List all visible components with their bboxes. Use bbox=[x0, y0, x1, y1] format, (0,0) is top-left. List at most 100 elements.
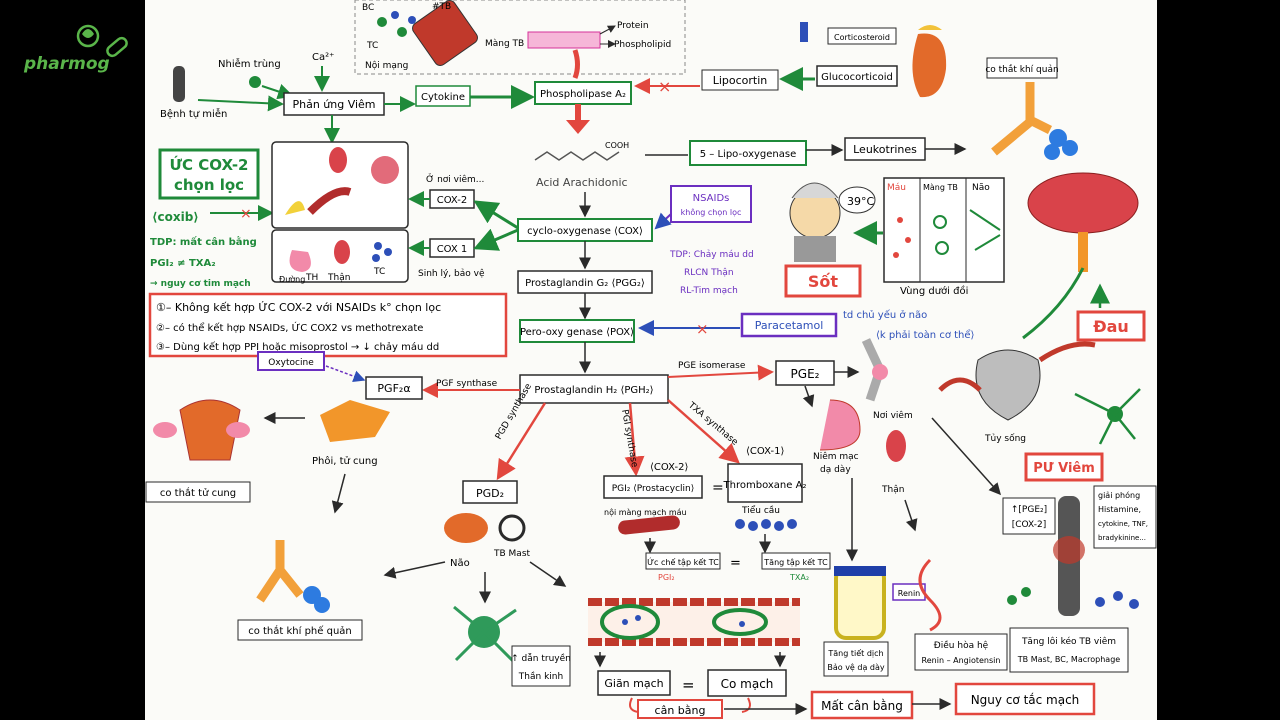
than-kinh-label: Thần kinh bbox=[518, 671, 563, 682]
lipocortin-box bbox=[701, 69, 779, 91]
bronchi-icon bbox=[991, 82, 1053, 156]
rl-tim-mach-label: RL-Tim mạch bbox=[680, 286, 738, 296]
khong-chon-loc-label: không chọn lọc bbox=[681, 207, 742, 217]
inhibit-x-pox: × bbox=[696, 320, 709, 338]
mast-cell-icon bbox=[498, 514, 526, 542]
o-noi-viem-label: Ở nơi viêm... bbox=[426, 173, 484, 185]
phan-ung-viem-label: Phản ứng Viêm bbox=[292, 98, 375, 111]
tang-loi-keo-box bbox=[1009, 627, 1129, 673]
pgf-synthase-label: PGF synthase bbox=[436, 379, 498, 389]
ca-label: Ca²⁺ bbox=[312, 52, 334, 63]
pgi2-txa2-label: PGI₂ ≠ TXA₂ bbox=[150, 258, 216, 269]
noi-mang-mach-label: nội màng mạch máu bbox=[604, 507, 687, 518]
nao-right-label: Não bbox=[972, 183, 990, 193]
tc-label: TC bbox=[366, 41, 378, 51]
co-that-phe-quan-label: co thắt khí phế quản bbox=[248, 624, 352, 637]
can-bang-label: cân bằng bbox=[655, 704, 706, 717]
note-1: ①– Không kết hợp ỨC COX-2 với NSAIDs k° … bbox=[156, 301, 441, 314]
lipo-oxygenase-label: 5 – Lipo-oxygenase bbox=[700, 149, 797, 160]
protein-label: Protein bbox=[617, 21, 649, 31]
pgf2a-box bbox=[365, 376, 423, 400]
tc-small-label: TC bbox=[373, 267, 385, 277]
mang-tb-label: Màng TB bbox=[485, 39, 524, 49]
coxib-label: ⟨coxib⟩ bbox=[152, 210, 199, 224]
than-right-label: Thận bbox=[881, 485, 904, 495]
td-chu-yeu-label: td chủ yếu ở não bbox=[843, 309, 927, 321]
tb-mast-label: TB Mast bbox=[493, 549, 531, 559]
speech-bubble bbox=[838, 186, 876, 214]
rlcn-than-label: RLCN Thận bbox=[684, 268, 734, 278]
down-arrow-icon bbox=[566, 120, 590, 134]
dieu-hoa-box bbox=[914, 633, 1008, 671]
pge2-label: PGE₂ bbox=[791, 367, 820, 381]
kidney-icon bbox=[886, 430, 906, 462]
co-mach-label: Co mạch bbox=[721, 677, 774, 691]
knee-joint-icon bbox=[861, 338, 888, 402]
dan-truyen-label: ↑ dẫn truyền bbox=[511, 653, 571, 664]
equals-sign-2: = bbox=[730, 556, 741, 571]
co-that-khi-quan-label: co thắt khí quản bbox=[985, 64, 1058, 75]
pharmog-logo: pharmog bbox=[18, 14, 133, 84]
cox2-up-label: [COX-2] bbox=[1012, 520, 1047, 530]
leaf-pill-icon bbox=[76, 24, 128, 58]
tang-tiet-box bbox=[823, 641, 889, 677]
tang-tap-label: Tăng tập kết TC bbox=[763, 557, 828, 568]
vung-duoi-doi-label: Vùng dưới đồi bbox=[900, 285, 968, 297]
nsaids-box bbox=[670, 185, 752, 223]
tdp-mat-can-bang-label: TDP: mất cân bằng bbox=[150, 235, 257, 248]
inhibit-x-lipocortin: × bbox=[658, 77, 671, 96]
renin-label: Renin bbox=[898, 589, 920, 598]
blood-vessel-illustration bbox=[588, 598, 800, 646]
lipocortin-label: Lipocortin bbox=[713, 74, 768, 87]
dieu-hoa-label: Điều hòa hệ bbox=[934, 640, 989, 651]
brain-icon bbox=[1027, 172, 1139, 272]
mat-can-bang-label: Mất cân bằng bbox=[821, 699, 903, 713]
co-that-khi-quan-box bbox=[986, 57, 1058, 79]
paracetamol-label: Paracetamol bbox=[755, 319, 824, 332]
pge2-box bbox=[775, 360, 835, 386]
bc-label: BC bbox=[362, 3, 374, 13]
tdp-chay-mau-label: TDP: Chảy máu dd bbox=[669, 249, 754, 260]
k-phai-label: ⟨k phải toàn cơ thể⟩ bbox=[876, 328, 975, 341]
cyclo-oxygenase-label: cyclo-oxygenase ⟨COX⟩ bbox=[527, 226, 643, 237]
hypothalamus-panel bbox=[883, 177, 1005, 283]
than-label: Thận bbox=[327, 273, 350, 283]
nephron-icon bbox=[918, 558, 942, 632]
histamine-label: Histamine, bbox=[1098, 505, 1141, 514]
fever-person-icon bbox=[789, 182, 841, 262]
equals-sign-3: = bbox=[682, 676, 695, 694]
sinh-ly-label: Sinh lý, bảo vệ bbox=[418, 268, 485, 279]
leukotrines-label: Leukotrines bbox=[853, 143, 917, 156]
pgg2-label: Prostaglandin G₂ ⟨PGG₂⟩ bbox=[525, 278, 645, 289]
note-2: ②– có thể kết hợp NSAIDs, ỨC COX2 vs met… bbox=[156, 321, 423, 334]
uc-che-tap-box bbox=[645, 552, 721, 570]
nao-small-label: Não bbox=[450, 558, 470, 569]
dau-label: Đau bbox=[1093, 317, 1129, 336]
bao-ve-label: Bảo vệ dạ dày bbox=[827, 662, 885, 673]
uc-cox2-label: ỨC COX-2 bbox=[170, 155, 249, 174]
co-that-tu-cung-label: co thắt tử cung bbox=[160, 486, 236, 499]
sot-box bbox=[784, 264, 862, 298]
gian-mach-box bbox=[597, 670, 671, 696]
giai-phong-label: giải phóng bbox=[1098, 490, 1140, 500]
cytokine-tnf-label: cytokine, TNF, bbox=[1098, 520, 1148, 528]
pgi2-label: PGI₂ ⟨Prostacyclin⟩ bbox=[612, 484, 695, 494]
pgd2-label: PGD₂ bbox=[476, 487, 504, 500]
vessel-segment-icon bbox=[618, 515, 680, 535]
dan-truyen-box bbox=[511, 645, 571, 687]
phospholipid-label: Phospholipid bbox=[614, 40, 671, 50]
uterus-icon bbox=[179, 399, 241, 461]
tang-tiet-label: Tăng tiết dịch bbox=[827, 648, 883, 659]
cox1-label: COX 1 bbox=[437, 244, 468, 255]
nguy-co-tac-mach-label: Nguy cơ tắc mạch bbox=[971, 693, 1080, 707]
co-that-tu-cung-box bbox=[145, 481, 251, 503]
adrenal-kidney-icon bbox=[912, 33, 947, 98]
pox-label: Pero-oxy genase ⟨POX⟩ bbox=[520, 327, 634, 338]
co-that-phe-quan-box bbox=[237, 619, 363, 641]
pox-box bbox=[519, 319, 635, 343]
pgi-synthase-label: PGI synthase bbox=[619, 409, 639, 469]
niem-mac-label: Niêm mạc bbox=[813, 451, 859, 462]
tang-tap-box bbox=[761, 552, 831, 570]
glucocorticoid-box bbox=[816, 65, 898, 87]
